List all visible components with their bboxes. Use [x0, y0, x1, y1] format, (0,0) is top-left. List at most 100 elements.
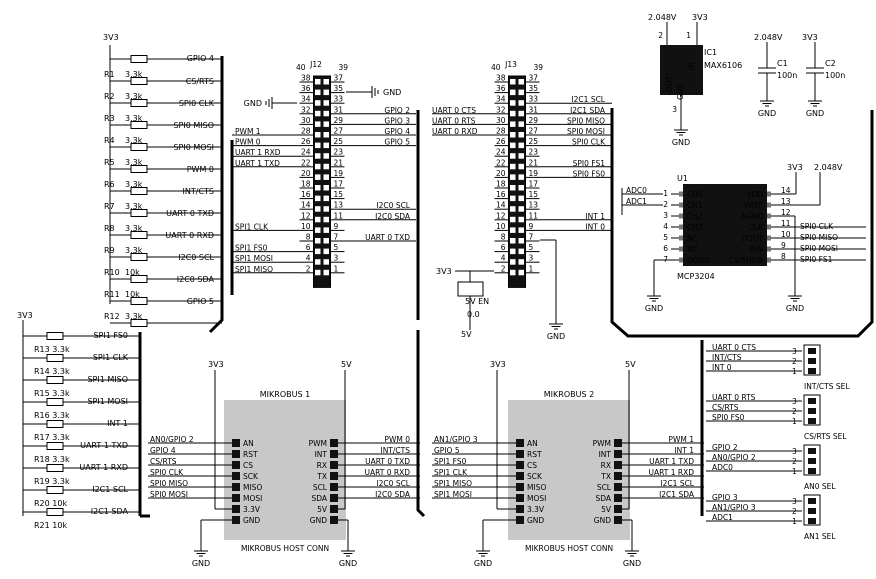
net-3v3: 3V3: [787, 163, 803, 172]
pin: [232, 472, 240, 480]
resistor-ref: R8: [104, 224, 115, 233]
net-label: UART 0 RXD: [364, 468, 410, 477]
net-label: INT/CTS: [380, 446, 410, 455]
j12-pin: [315, 100, 321, 106]
pin-number: 5: [663, 233, 668, 242]
pin-number: 22: [301, 158, 311, 167]
pin-number: 13: [334, 201, 344, 210]
pin-number: 36: [301, 84, 311, 93]
pin-number: 12: [496, 211, 506, 220]
j12-pin: [323, 121, 329, 127]
jumper-label: AN0 SEL: [804, 482, 836, 491]
j12-pin: [315, 110, 321, 117]
net-label: SPI1 MOSI: [87, 397, 128, 406]
pin-number: 21: [529, 158, 539, 167]
pin: [614, 439, 622, 447]
net-label: SPI1 MOSI: [434, 490, 472, 499]
cap-value: 100n: [825, 71, 845, 80]
pin-number: 4: [306, 254, 311, 263]
net-3v3: 3V3: [436, 267, 452, 276]
pin: [330, 505, 338, 513]
j12-pin: [315, 227, 321, 233]
pin-number: 10: [301, 222, 311, 231]
pin: [232, 516, 240, 524]
pin-number: 37: [529, 74, 539, 83]
j12-pin: [323, 132, 329, 138]
net-label: SPI0 FS0: [712, 413, 745, 422]
u1-pin-name: CH2: [687, 212, 703, 221]
pin-number: 20: [496, 169, 506, 178]
net-2048v: 2.048V: [814, 163, 843, 172]
resistor-ref: R2: [104, 92, 115, 101]
j12-pin: [323, 195, 329, 202]
u1-ref: U1: [677, 174, 688, 183]
u1-pin-name: DIN: [749, 245, 763, 254]
gnd-label: GND: [192, 559, 210, 568]
j13-pin: [510, 79, 516, 85]
pin-number: 1: [792, 467, 797, 476]
mikrobus-1-pin-name: AN: [243, 439, 254, 448]
j13-pin: [518, 121, 524, 127]
pin-number: 11: [781, 219, 791, 228]
j12-pin: [315, 216, 321, 223]
net-label: I2C0 SCL: [178, 253, 214, 262]
pin-number: 22: [496, 158, 506, 167]
net-label: SPI0 MOSI: [567, 127, 605, 136]
j13-pin: [510, 195, 516, 202]
gnd-label: GND: [672, 138, 690, 147]
net-label: ADC0: [712, 463, 733, 472]
jumper-pin: [808, 348, 816, 354]
pin-number: 9: [781, 241, 786, 250]
net-label: AN0/GPIO 2: [150, 435, 194, 444]
resistor-value: 3.3k: [125, 312, 143, 321]
j13-pin: [510, 216, 516, 223]
pin-number: 1: [686, 31, 691, 40]
net-label: INT 0: [585, 222, 605, 231]
j12-pin: [323, 206, 329, 212]
u1-pin-name: NC: [687, 234, 698, 243]
resistor-ref: R12: [104, 312, 120, 321]
net-5v: 5V: [461, 330, 472, 339]
jumper-pin: [808, 508, 816, 514]
pin-number: 2: [792, 357, 797, 366]
net-label: I2C1 SCL: [660, 479, 694, 488]
j13-pin: [518, 174, 524, 180]
j12-pin: [323, 269, 329, 276]
mikrobus-2-pin-name: PWM: [593, 439, 611, 448]
ic1-pin-name: IN: [687, 62, 696, 70]
mikrobus-1-pin-name: TX: [316, 472, 327, 481]
resistor-ref: R9: [104, 246, 115, 255]
net-label: 5V EN: [465, 297, 489, 306]
jumper-pin: [808, 468, 816, 474]
cap-net: 3V3: [802, 33, 818, 42]
j12-pin: [315, 142, 321, 149]
j13-pin: [518, 195, 524, 202]
pin: [614, 472, 622, 480]
j13-pin: [510, 89, 516, 96]
net-label: CS/RTS: [712, 403, 739, 412]
net-label: INT 1: [585, 212, 605, 221]
net-label: INT 0: [712, 363, 732, 372]
j12-pin: [315, 132, 321, 138]
jumper-pin: [808, 368, 816, 374]
net-label: SPI0 MOSI: [800, 244, 838, 253]
pin-number: 11: [334, 211, 344, 220]
net-label: UART 1 TXD: [649, 457, 694, 466]
pin: [679, 235, 683, 241]
net-label: GPIO 3: [384, 116, 410, 125]
net-label: SPI1 MISO: [434, 479, 472, 488]
net-label: SPI1 MOSI: [235, 254, 273, 263]
pin-number: 19: [334, 169, 344, 178]
pin-number: 9: [334, 222, 339, 231]
u1-pin-name: CH1: [687, 201, 703, 210]
u1-name: MCP3204: [677, 272, 715, 281]
pin-number: 31: [334, 105, 344, 114]
gnd-label: GND: [758, 109, 776, 118]
pin-number: 6: [306, 243, 311, 252]
net-3v3: 3V3: [103, 33, 119, 42]
jumper-pin: [808, 448, 816, 454]
net-label: GPIO 4: [384, 127, 410, 136]
pin: [232, 461, 240, 469]
pin-number: 15: [529, 190, 539, 199]
mikrobus-2-pin-name: MISO: [527, 483, 546, 492]
